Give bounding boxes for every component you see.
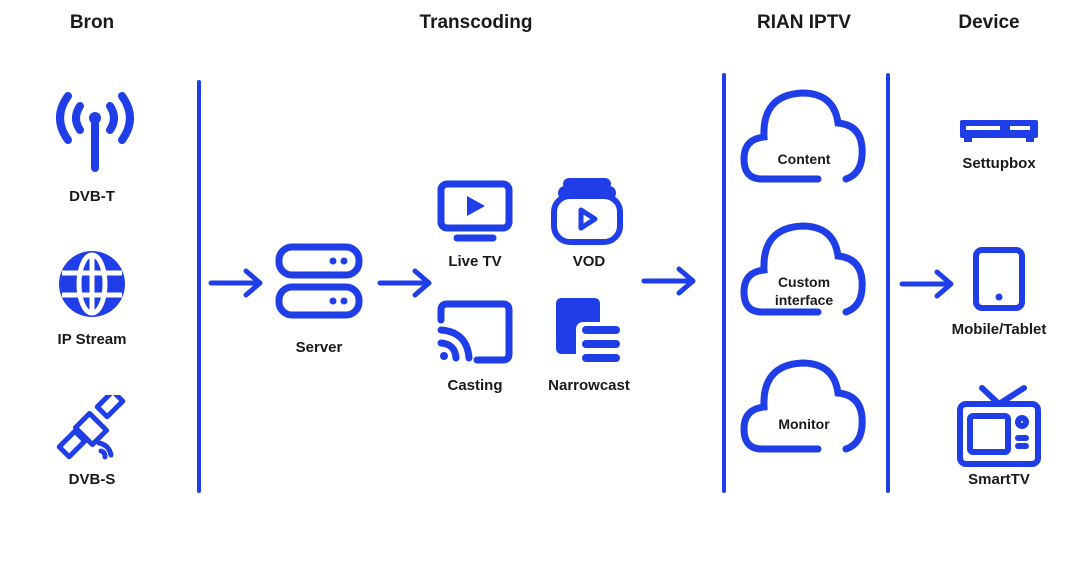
column-header-transcoding: Transcoding (419, 12, 533, 33)
service-label-narrowcast: Narrowcast (548, 377, 630, 394)
column-header-bron: Bron (69, 12, 115, 33)
arrow-right-icon (899, 269, 955, 299)
service-label-vod: VOD (572, 253, 606, 270)
platform-label-monitor: Monitor (778, 416, 830, 432)
vod-stack-icon (549, 174, 625, 246)
tv-play-icon (437, 180, 513, 244)
platform-label-custom-interface: Custom interface (774, 274, 834, 308)
globe-icon (51, 247, 133, 321)
tablet-icon (972, 246, 1026, 312)
device-label-smarttv: SmartTV (968, 471, 1030, 488)
divider-line (722, 73, 726, 493)
divider-line (197, 80, 201, 493)
antenna-icon (48, 88, 142, 174)
server-label: Server (295, 339, 343, 356)
source-label-dvbt: DVB-T (69, 188, 115, 205)
device-label-settopbox: Settupbox (962, 155, 1036, 172)
divider-line (886, 73, 890, 493)
arrow-right-icon (208, 268, 264, 298)
service-label-casting: Casting (447, 377, 503, 394)
service-label-live-tv: Live TV (448, 253, 502, 270)
settopbox-icon (958, 118, 1040, 144)
device-label-mobile-tablet: Mobile/Tablet (951, 321, 1047, 338)
satellite-icon (55, 395, 129, 465)
cloud-icon (738, 218, 868, 318)
platform-label-content: Content (777, 151, 831, 167)
cloud-icon (738, 85, 868, 185)
cloud-icon (738, 355, 868, 455)
smart-tv-icon (956, 384, 1042, 468)
arrow-right-icon (641, 266, 697, 296)
column-header-device: Device (958, 12, 1020, 33)
source-label-dvbs: DVB-S (68, 471, 116, 488)
source-label-ip-stream: IP Stream (57, 331, 127, 348)
narrowcast-icon (554, 296, 624, 366)
arrow-right-icon (377, 268, 433, 298)
cast-icon (437, 300, 513, 364)
column-header-rian-iptv: RIAN IPTV (757, 12, 851, 33)
server-icon (275, 243, 363, 321)
